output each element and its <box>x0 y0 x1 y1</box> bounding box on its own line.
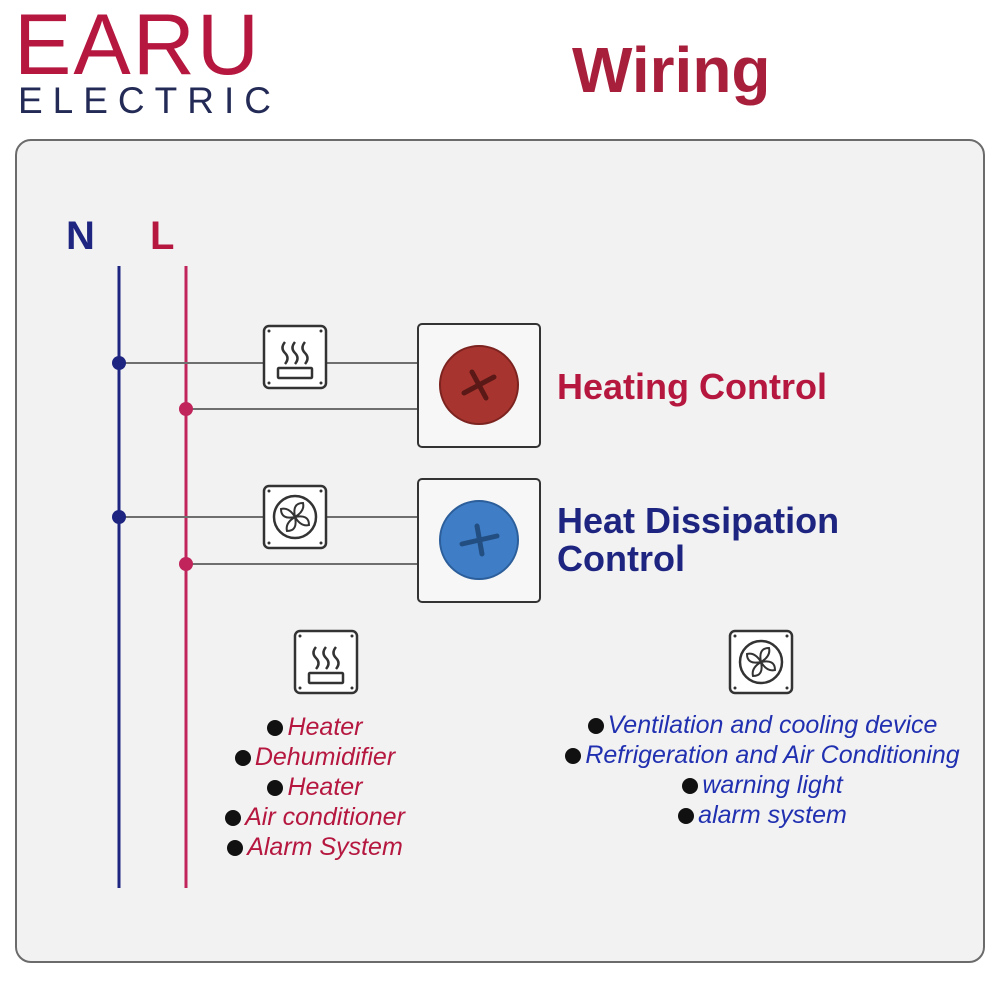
bullet-icon <box>267 720 284 736</box>
list-item: Refrigeration and Air Conditioning <box>540 740 985 770</box>
heater-legend-icon <box>293 629 359 695</box>
bullet-icon <box>565 748 582 764</box>
brand-logo: EARU <box>14 0 261 93</box>
dissipation-control-line1: Heat Dissipation <box>557 500 840 541</box>
list-item: Ventilation and cooling device <box>540 710 985 740</box>
list-item: Alarm System <box>190 832 440 862</box>
heating-neutral-junction <box>112 356 126 370</box>
brand-subtitle: ELECTRIC <box>18 80 281 121</box>
list-item: Dehumidifier <box>190 742 440 772</box>
list-item: warning light <box>540 770 985 800</box>
heating-device-list: Heater Dehumidifier Heater Air condition… <box>190 712 440 862</box>
dissipation-control-label: Heat Dissipation Control <box>557 502 839 578</box>
bullet-icon <box>587 718 604 734</box>
bullet-icon <box>225 810 242 826</box>
bullet-icon <box>678 808 695 824</box>
heater-icon <box>262 324 328 390</box>
live-label: L <box>150 214 175 258</box>
list-item: Air conditioner <box>190 802 440 832</box>
page-title: Wiring <box>572 34 771 106</box>
fan-icon <box>262 484 328 550</box>
neutral-label: N <box>66 214 95 258</box>
bullet-icon <box>227 840 244 856</box>
cooling-neutral-junction <box>112 510 126 524</box>
heating-control-label: Heating Control <box>557 366 827 407</box>
fan-legend-icon <box>728 629 794 695</box>
cooling-terminal <box>417 478 541 603</box>
wiring-panel <box>15 139 985 963</box>
list-item: Heater <box>190 772 440 802</box>
cooling-device-list: Ventilation and cooling device Refrigera… <box>540 710 985 830</box>
heating-terminal <box>417 323 541 448</box>
list-item: alarm system <box>540 800 985 830</box>
bullet-icon <box>267 780 284 796</box>
bullet-icon <box>682 778 699 794</box>
cooling-live-junction <box>179 557 193 571</box>
dissipation-control-line2: Control <box>557 537 685 579</box>
bullet-icon <box>234 750 251 766</box>
heating-live-junction <box>179 402 193 416</box>
list-item: Heater <box>190 712 440 742</box>
